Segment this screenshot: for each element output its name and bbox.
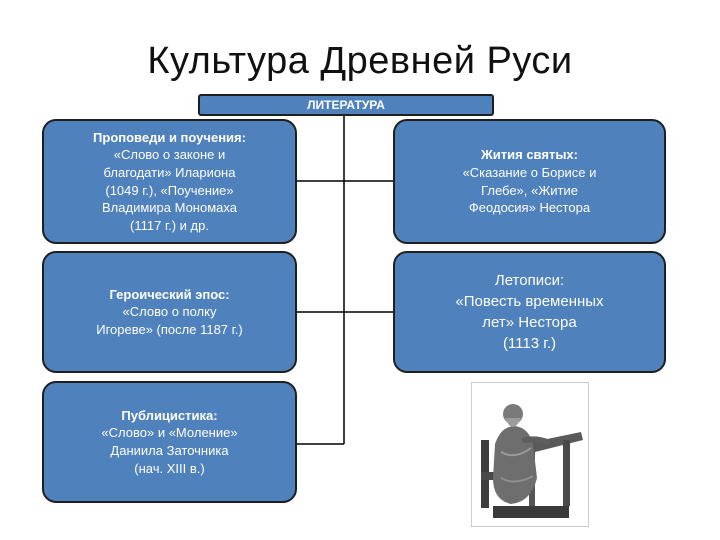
slide-title: Культура Древней Руси [147, 40, 573, 82]
node-chronicles-line: (1113 г.) [502, 335, 557, 352]
node-publicism-line: Даниила Заточника [110, 443, 229, 458]
node-sermons-line: Владимира Мономаха [102, 200, 237, 216]
node-chronicles-heading: Летописи: [494, 272, 565, 289]
node-epic-heading: Героический эпос: [109, 286, 230, 302]
node-sermons: Проповеди и поучения: «Слово о законе и … [42, 119, 297, 244]
node-lives-line: Глебе», «Житие [481, 182, 578, 198]
node-sermons-line: «Слово о законе и [113, 147, 226, 163]
node-chronicles-line: «Повесть временных [455, 293, 604, 310]
node-lives-of-saints: Жития святых: «Сказание о Борисе и Глебе… [393, 119, 666, 244]
literature-root-box: ЛИТЕРАТУРА [198, 94, 494, 116]
node-epic-line: «Слово о полку [122, 304, 217, 320]
node-chronicles: Летописи: «Повесть временных лет» Нестор… [393, 251, 666, 373]
node-sermons-heading: Проповеди и поучения: [93, 129, 246, 145]
node-publicism-line: (нач. XIII в.) [134, 460, 205, 476]
node-lives-line: «Сказание о Борисе и [462, 164, 597, 180]
node-sermons-line: (1049 г.), «Поучение» [105, 182, 234, 198]
node-publicism-line: «Слово» и «Моление» [101, 425, 238, 441]
monk-writer-statue-icon [471, 382, 589, 527]
node-sermons-line: (1117 г.) и др. [130, 217, 209, 233]
node-lives-heading: Жития святых: [481, 147, 578, 163]
node-publicism-heading: Публицистика: [121, 407, 218, 423]
node-sermons-line: благодати» Илариона [103, 164, 236, 180]
node-publicism: Публицистика: «Слово» и «Моление» Даниил… [42, 381, 297, 503]
node-epic-line: Игореве» (после 1187 г.) [96, 321, 243, 337]
node-lives-line: Феодосия» Нестора [468, 200, 591, 216]
node-heroic-epic: Героический эпос: «Слово о полку Игореве… [42, 251, 297, 373]
node-chronicles-line: лет» Нестора [482, 314, 577, 331]
